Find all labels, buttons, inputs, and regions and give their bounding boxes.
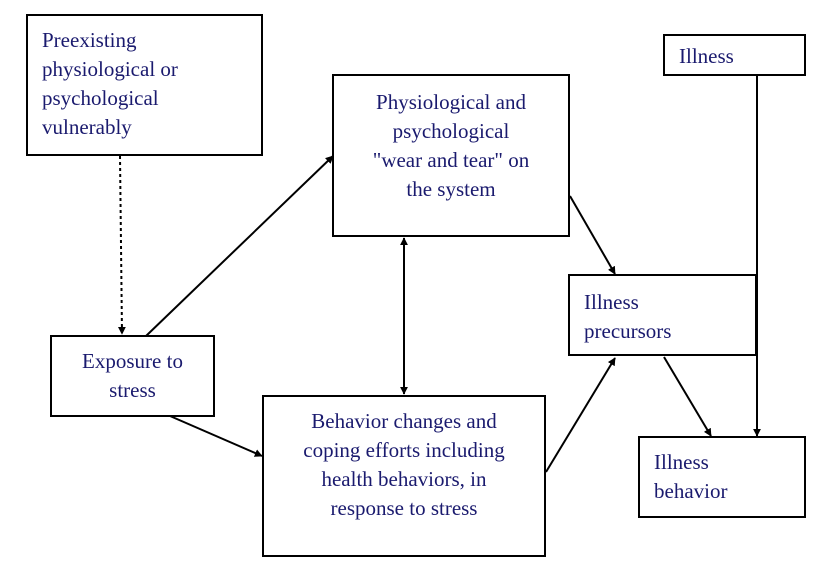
edge-preexisting-to-exposure xyxy=(117,155,126,335)
node-exposure-to-stress: Exposure to stress xyxy=(50,335,215,417)
edge-exposure-to-behavior xyxy=(169,415,263,457)
node-text-line: coping efforts including xyxy=(303,438,505,462)
node-text-line: Illness xyxy=(584,290,639,314)
node-text-line: precursors xyxy=(584,319,672,343)
edge-behavior-to-precursors xyxy=(545,357,616,473)
node-text-line: response to stress xyxy=(330,496,478,520)
node-text-line: Illness xyxy=(654,450,709,474)
node-text-line: Exposure to xyxy=(82,349,183,373)
node-text-line: psychological xyxy=(42,86,159,110)
node-text-line: behavior xyxy=(654,479,728,503)
node-text-line: the system xyxy=(406,177,496,201)
node-wear-and-tear: Physiological and psychological "wear an… xyxy=(332,74,570,237)
node-illness-behavior: Illness behavior xyxy=(638,436,806,518)
node-text-line: Preexisting xyxy=(42,28,137,52)
node-text-line: "wear and tear" on xyxy=(372,148,530,172)
node-text-line: Behavior changes and xyxy=(311,409,497,433)
node-text-line: vulnerably xyxy=(42,115,132,139)
edge-exposure-to-wear-tear xyxy=(145,155,334,337)
node-preexisting-vulnerability: Preexisting physiological or psychologic… xyxy=(26,14,263,156)
node-text-line: health behaviors, in xyxy=(321,467,487,491)
node-text-line: stress xyxy=(109,378,156,402)
node-text-line: physiological or xyxy=(42,57,178,81)
node-illness-precursors: Illness precursors xyxy=(568,274,757,356)
node-text-line: Physiological and xyxy=(376,90,526,114)
node-behavior-changes: Behavior changes and coping efforts incl… xyxy=(262,395,546,557)
node-illness: Illness xyxy=(663,34,806,76)
edge-wear-tear-to-precursors xyxy=(569,195,616,275)
edge-precursors-to-illness-behavior xyxy=(663,356,712,437)
node-text-line: psychological xyxy=(392,119,510,143)
node-text-line: Illness xyxy=(679,44,734,68)
